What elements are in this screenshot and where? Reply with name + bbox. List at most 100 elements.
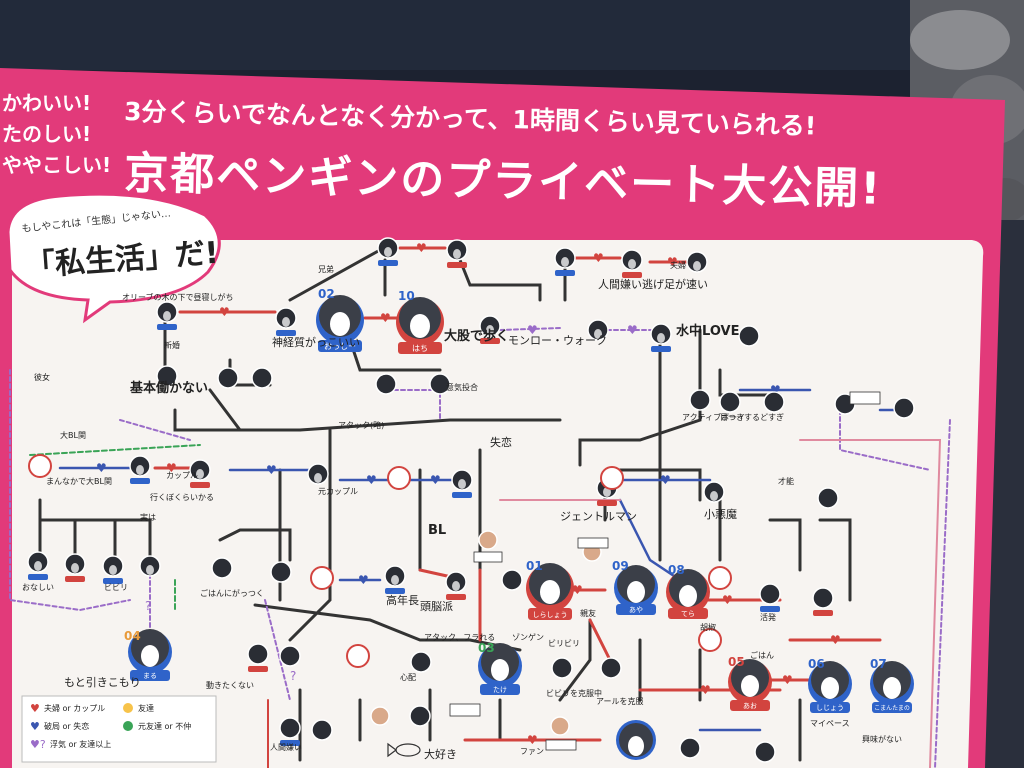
portrait-08-num: 08 [668,563,685,577]
portrait-02-name: おっしー [324,342,356,351]
svg-text:もと引きこもり: もと引きこもり [64,675,141,689]
svg-text:?: ? [145,599,151,613]
svg-text:ジェントルマン: ジェントルマン [560,510,637,523]
svg-text:アクティブボーイ: アクティブボーイ [682,412,745,422]
svg-text:胡椒: 胡椒 [700,622,716,632]
svg-text:カップル: カップル [166,471,198,480]
svg-text:アールを克服: アールを克服 [596,697,644,706]
svg-text:夫婦: 夫婦 [670,260,686,270]
side-line-1: かわいい! [2,91,91,115]
svg-text:高年長: 高年長 [386,593,419,607]
svg-text:ごはん: ごはん [750,650,774,660]
svg-text:夫婦 or カップル: 夫婦 or カップル [44,703,105,713]
svg-text:07: 07 [870,657,887,671]
svg-text:動きたくない: 動きたくない [206,681,254,690]
svg-text:♥: ♥ [30,720,40,733]
svg-text:♥: ♥ [700,683,711,697]
staff-tags [449,391,881,751]
small-penguins [27,237,915,763]
svg-text:ビビリ: ビビリ [104,583,128,592]
svg-text:♥: ♥ [667,255,678,269]
ex-markers [28,454,732,668]
legend: ♥ 夫婦 or カップル ♥ 破局 or 失恋 ♥? 浮気 or 友達以上 友達… [21,695,217,763]
svg-text:♥: ♥ [416,241,427,255]
svg-text:元友達 or 不仲: 元友達 or 不仲 [138,721,191,731]
svg-text:♥?: ♥? [30,738,46,751]
portrait-09-num: 09 [612,559,629,573]
speech-bubble [6,192,221,324]
svg-text:オリーブの木の下で昼寝しがち: オリーブの木の下で昼寝しがち [122,292,234,302]
svg-text:元カップル: 元カップル [318,487,358,496]
svg-text:基本働かない: 基本働かない [129,380,208,396]
svg-text:♥: ♥ [660,473,671,487]
portrait-07: 07 こまんたまの [870,657,914,713]
staff-photos [370,530,602,736]
portrait-10-name: はち [412,344,428,353]
side-line-3: ややこしい! [2,153,111,177]
svg-text:♥: ♥ [430,473,441,487]
portrait-08-name: てら [681,610,695,618]
portrait-10: 10 はち [396,289,444,354]
purple-hearts: ♥ ♥ ? ? [145,323,638,683]
svg-text:♥: ♥ [266,463,277,477]
board-content [12,225,984,768]
svg-text:♥: ♥ [380,311,391,325]
svg-text:浮気 or 友達以上: 浮気 or 友達以上 [50,739,111,749]
portrait-04: 04 まる [124,629,172,681]
svg-text:破局 or 失恋: 破局 or 失恋 [44,721,89,731]
svg-text:♥: ♥ [219,305,230,319]
side-line-2: たのしい! [2,122,91,146]
portrait-09-name: あや [629,606,643,614]
svg-text:意気投合: 意気投合 [446,382,478,392]
svg-text:心配: 心配 [400,673,416,682]
svg-text:まんなかで大BL関: まんなかで大BL関 [46,476,112,486]
portrait-06-num: 06 [808,657,825,671]
svg-text:?: ? [290,669,296,683]
legend-item-breakup: ♥ 破局 or 失恋 [30,720,89,733]
svg-text:才能: 才能 [778,476,794,486]
portrait-08: 08 てら [666,563,710,619]
wall-shadow [0,0,1024,70]
portrait-01: 01 しらしょう [526,559,574,620]
portrait-01-name: しらしょう [533,611,568,619]
svg-text:活発: 活発 [760,612,776,622]
hearts: ♥ ♥ ♥ ♥ ♥ ♥ ♥ ♥ ♥ ♥ ♥ ♥ [166,241,841,747]
legend-item-exfriend: 元友達 or 不仲 [123,721,191,731]
portrait-05-name: あお [743,702,757,710]
portrait-bottom [616,720,656,760]
svg-text:目つきするどすぎ: 目つきするどすぎ [720,412,784,422]
svg-text:♥: ♥ [527,733,538,747]
fish-doodle-icon [387,742,421,758]
svg-text:彼女: 彼女 [34,372,50,382]
svg-text:大BL関: 大BL関 [60,430,86,440]
portrait-04-name: まる [143,672,157,680]
svg-text:失恋: 失恋 [490,435,512,449]
svg-text:♥: ♥ [770,383,781,397]
portrait-03: 03 たけ [478,641,522,695]
svg-text:水中LOVE: 水中LOVE [676,323,739,339]
portrait-07-name: こまんたまの [874,705,910,712]
svg-text:大股で歩く: 大股で歩く [444,328,509,344]
svg-text:アタック(略): アタック(略) [338,420,384,430]
svg-text:実は: 実は [140,512,156,522]
svg-text:♥: ♥ [830,633,841,647]
broken-hearts: ♥ ♥ ♥ ♥ ♥ ♥ ♥ [96,383,781,587]
svg-text:親友: 親友 [580,608,596,618]
svg-text:おなしい: おなしい [22,583,54,592]
svg-text:ビビリを克服中: ビビリを克服中 [546,688,602,698]
svg-text:新婚: 新婚 [164,340,180,350]
svg-text:♥: ♥ [572,583,583,597]
svg-text:マイペース: マイペース [810,719,850,728]
svg-text:小悪魔: 小悪魔 [704,507,737,521]
portrait-04-num: 04 [124,629,141,643]
portrait-09: 09 あや [612,559,658,615]
portrait-06: 06 しじょう [808,657,852,713]
svg-text:♥: ♥ [627,323,638,337]
legend-item-friend: 友達 [123,703,154,713]
legend-item-affair: ♥? 浮気 or 友達以上 [30,738,111,751]
svg-text:♥: ♥ [30,702,40,715]
svg-text:ゾンゲン: ゾンゲン [512,632,544,642]
svg-text:行くぼくらいかる: 行くぼくらいかる [150,492,214,502]
svg-text:♥: ♥ [722,593,733,607]
